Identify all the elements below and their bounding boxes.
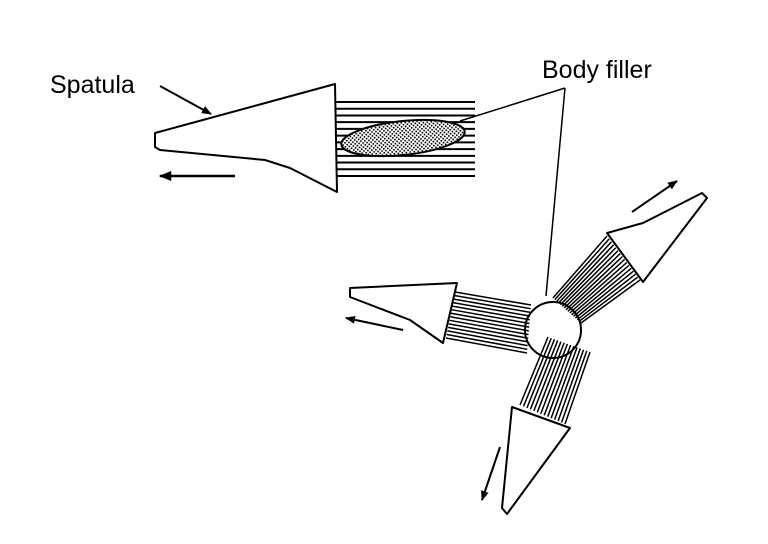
body-filler-blob [340,118,466,158]
stroke-line [552,235,608,299]
stroke-line [567,258,626,312]
spatula-upper-right [606,192,708,283]
stroke-line [564,351,591,425]
upper-right-stroke-lines [552,235,641,324]
stroke-line [445,337,528,354]
stroke-line [557,349,585,422]
stroke-line [571,264,630,316]
stroke-line [450,312,530,328]
spatula-left [349,282,458,344]
arrow-up-right-icon [631,180,678,213]
stroke-line [556,241,612,302]
body-filler-label: Body filler [542,56,652,84]
spatula-leader-arrow [159,85,212,115]
stroke-line [529,340,559,410]
left-stroke-lines [445,291,532,354]
stroke-line [574,270,634,319]
stroke-line [450,316,529,332]
stroke-line [536,342,565,413]
stroke-line [561,250,619,307]
spatula-bottom [501,406,571,515]
stroke-line [580,279,641,324]
stroke-line [447,326,529,343]
stroke-line [522,337,552,407]
stroke-line [553,348,582,420]
stroke-line [578,276,639,322]
stroke-line [569,261,628,314]
spatula-label: Spatula [50,71,135,99]
stroke-line [558,244,615,304]
stroke-line [565,255,623,311]
stroke-line [526,339,556,409]
spatula-top [154,83,338,193]
stroke-line [453,298,531,314]
stroke-line [519,336,549,406]
stroke-line [451,308,530,325]
arrow-down-icon [481,446,501,501]
stroke-line [447,330,528,347]
stroke-line [540,343,569,415]
stroke-line [576,273,637,321]
stroke-line [550,347,578,419]
stroke-line [454,294,531,310]
stroke-line [448,323,529,339]
arrow-left-lower-icon [345,315,404,331]
stroke-line [452,301,531,317]
stroke-line [554,238,610,301]
stroke-line [543,344,572,416]
stroke-line [454,291,532,306]
stroke-line [573,267,632,317]
bottom-stroke-lines [519,336,591,425]
stroke-line [560,350,588,423]
stroke-line [449,319,529,336]
body-filler-leader-lines [459,87,566,297]
stroke-line [546,345,575,417]
stroke-line [533,341,562,412]
stroke-line [563,253,621,309]
stroke-line [446,333,528,351]
stroke-line [559,247,617,306]
stroke-line [452,305,530,321]
